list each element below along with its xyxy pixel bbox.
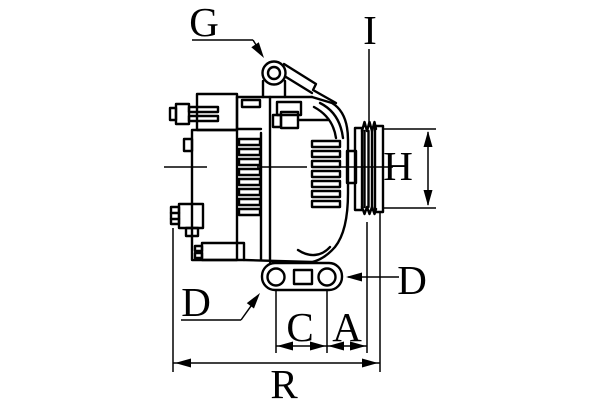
side-tab (182, 137, 194, 153)
vent-slats-left (237, 137, 262, 217)
bottom-curve (296, 245, 332, 257)
d-right-arrowhead (346, 272, 362, 282)
alternator-body (168, 60, 385, 292)
lower-connector (169, 202, 205, 238)
label-d-right: D (397, 257, 427, 303)
label-a: A (332, 304, 362, 350)
terminal-thread-upper (187, 105, 220, 114)
ear-hole (266, 65, 282, 81)
rib-profile-bottom (360, 205, 378, 216)
fan-curve-1 (318, 101, 345, 140)
top-detail-left (240, 98, 262, 109)
dimension-c: C (275, 290, 328, 353)
front-housing (190, 128, 239, 262)
pulley-flange-right (373, 124, 385, 214)
terminal-bolt-head (174, 102, 191, 126)
ear-brace (282, 62, 338, 105)
label-i: I (363, 7, 377, 53)
dimension-i: I (363, 7, 377, 126)
mounting-lugs (260, 261, 344, 292)
vent-slats-right (310, 139, 342, 209)
ear-ring (261, 60, 287, 86)
bottom-stud (193, 241, 246, 262)
rear-lug-hole (317, 267, 337, 287)
rear-bracket-outline (242, 95, 350, 264)
rear-terminal (271, 110, 330, 130)
b-plus-terminal (168, 102, 220, 126)
dimension-a: A (327, 222, 368, 353)
connector-bolt-head (169, 205, 181, 226)
dimension-g: G (189, 0, 264, 58)
pulley-flange-left (353, 126, 364, 212)
top-detail-right (275, 100, 303, 117)
dimension-d-left: D (181, 279, 260, 325)
dimension-d-right: D (346, 257, 427, 303)
rear-bracket (242, 95, 350, 264)
d-left-arrowhead (246, 293, 260, 309)
label-g: G (189, 0, 219, 45)
label-r: R (270, 361, 298, 400)
terminal-thread-lower (187, 114, 220, 123)
g-arrowhead (251, 42, 264, 58)
pulley (353, 120, 385, 216)
front-lug-hole (266, 267, 286, 287)
label-d-left: D (181, 279, 211, 325)
terminal-bolt-tip (168, 106, 178, 122)
lug-bridge (292, 268, 314, 286)
dimension-h: H (383, 128, 436, 209)
label-h: H (383, 143, 413, 189)
dimension-r: R (172, 213, 381, 400)
lug-assembly-outline (260, 261, 344, 292)
connector-neck (184, 226, 200, 238)
h-arrowhead-top (423, 131, 433, 147)
mounting-ear (261, 60, 287, 99)
h-arrowhead-bottom (423, 190, 433, 206)
dimensions: G I H D D (172, 0, 436, 400)
